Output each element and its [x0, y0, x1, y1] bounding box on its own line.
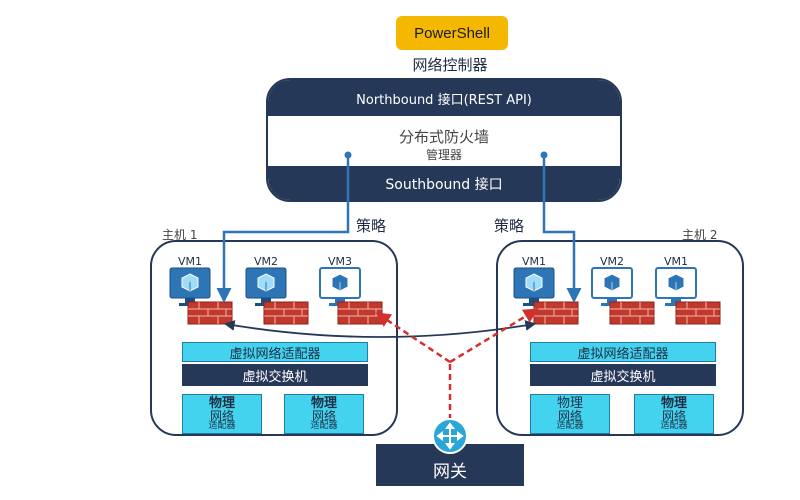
host2-vm2-label: VM2	[599, 255, 624, 268]
firewall-icon	[533, 301, 579, 325]
vm-monitor-icon	[245, 267, 287, 307]
network-controller-caption: 网络控制器	[412, 56, 488, 74]
firewall-icon	[337, 301, 383, 325]
firewall-manager-subtitle: 管理器	[425, 148, 462, 162]
nic-line-3: 适配器	[660, 421, 688, 431]
firewall-manager-title: 分布式防火墙	[398, 128, 489, 146]
host2-physical-nic-1: 物理 网络 适配器	[530, 394, 610, 434]
host-traffic-arrow	[223, 320, 537, 338]
nic-line-2: 网络	[311, 409, 336, 423]
nic-line-3: 适配器	[208, 421, 236, 431]
host2-virtual-switch: 虚拟交换机	[530, 364, 716, 386]
vm-monitor-icon	[655, 267, 697, 307]
southbound-interface: Southbound 接口	[268, 166, 620, 200]
host1-vm3-label: VM3	[327, 255, 352, 268]
northbound-interface: Northbound 接口(REST API)	[268, 80, 620, 116]
nic-line-2: 网络	[209, 409, 234, 423]
gateway-dashed-arrow-right	[449, 308, 539, 364]
host2-vm3-label: VM1	[663, 255, 688, 268]
policy-arrow-left	[216, 155, 350, 303]
firewall-icon	[675, 301, 721, 325]
host1-virtual-network-adapter: 虚拟网络适配器	[182, 342, 368, 362]
host1-vm2-label: VM2	[253, 255, 278, 268]
firewall-icon	[187, 301, 233, 325]
router-icon	[432, 418, 468, 454]
vm-monitor-icon	[513, 267, 555, 307]
firewall-icon	[609, 301, 655, 325]
nic-line-3: 适配器	[556, 421, 584, 431]
gateway-label: 网关	[433, 461, 467, 482]
powershell-badge: PowerShell	[396, 16, 508, 50]
nic-line-2: 网络	[557, 409, 582, 423]
vm-monitor-icon	[319, 267, 361, 307]
host1-vm1-label: VM1	[177, 255, 202, 268]
host2-physical-nic-2: 物理 网络 适配器	[634, 394, 714, 434]
policy-arrow-right	[542, 155, 582, 303]
firewall-icon	[263, 301, 309, 325]
host-1-label: 主机 1	[162, 228, 198, 242]
nic-line-1: 物理	[310, 396, 337, 411]
nic-line-1: 物理	[556, 396, 583, 411]
host-2-label: 主机 2	[682, 228, 718, 242]
host2-virtual-network-adapter: 虚拟网络适配器	[530, 342, 716, 362]
nic-line-1: 物理	[660, 396, 687, 411]
policy-label-left: 策略	[356, 217, 387, 235]
network-controller: Northbound 接口(REST API) 分布式防火墙 管理器 South…	[266, 78, 622, 202]
gateway-dashed-arrow-left	[375, 312, 451, 364]
nic-line-2: 网络	[661, 409, 686, 423]
vm-monitor-icon	[591, 267, 633, 307]
policy-label-right: 策略	[494, 217, 525, 235]
host1-virtual-switch: 虚拟交换机	[182, 364, 368, 386]
host2-vm1-label: VM1	[521, 255, 546, 268]
host1-physical-nic-1: 物理 网络 适配器	[182, 394, 262, 434]
vm-monitor-icon	[169, 267, 211, 307]
nic-line-1: 物理	[208, 396, 235, 411]
host1-physical-nic-2: 物理 网络 适配器	[284, 394, 364, 434]
nic-line-3: 适配器	[310, 421, 338, 431]
